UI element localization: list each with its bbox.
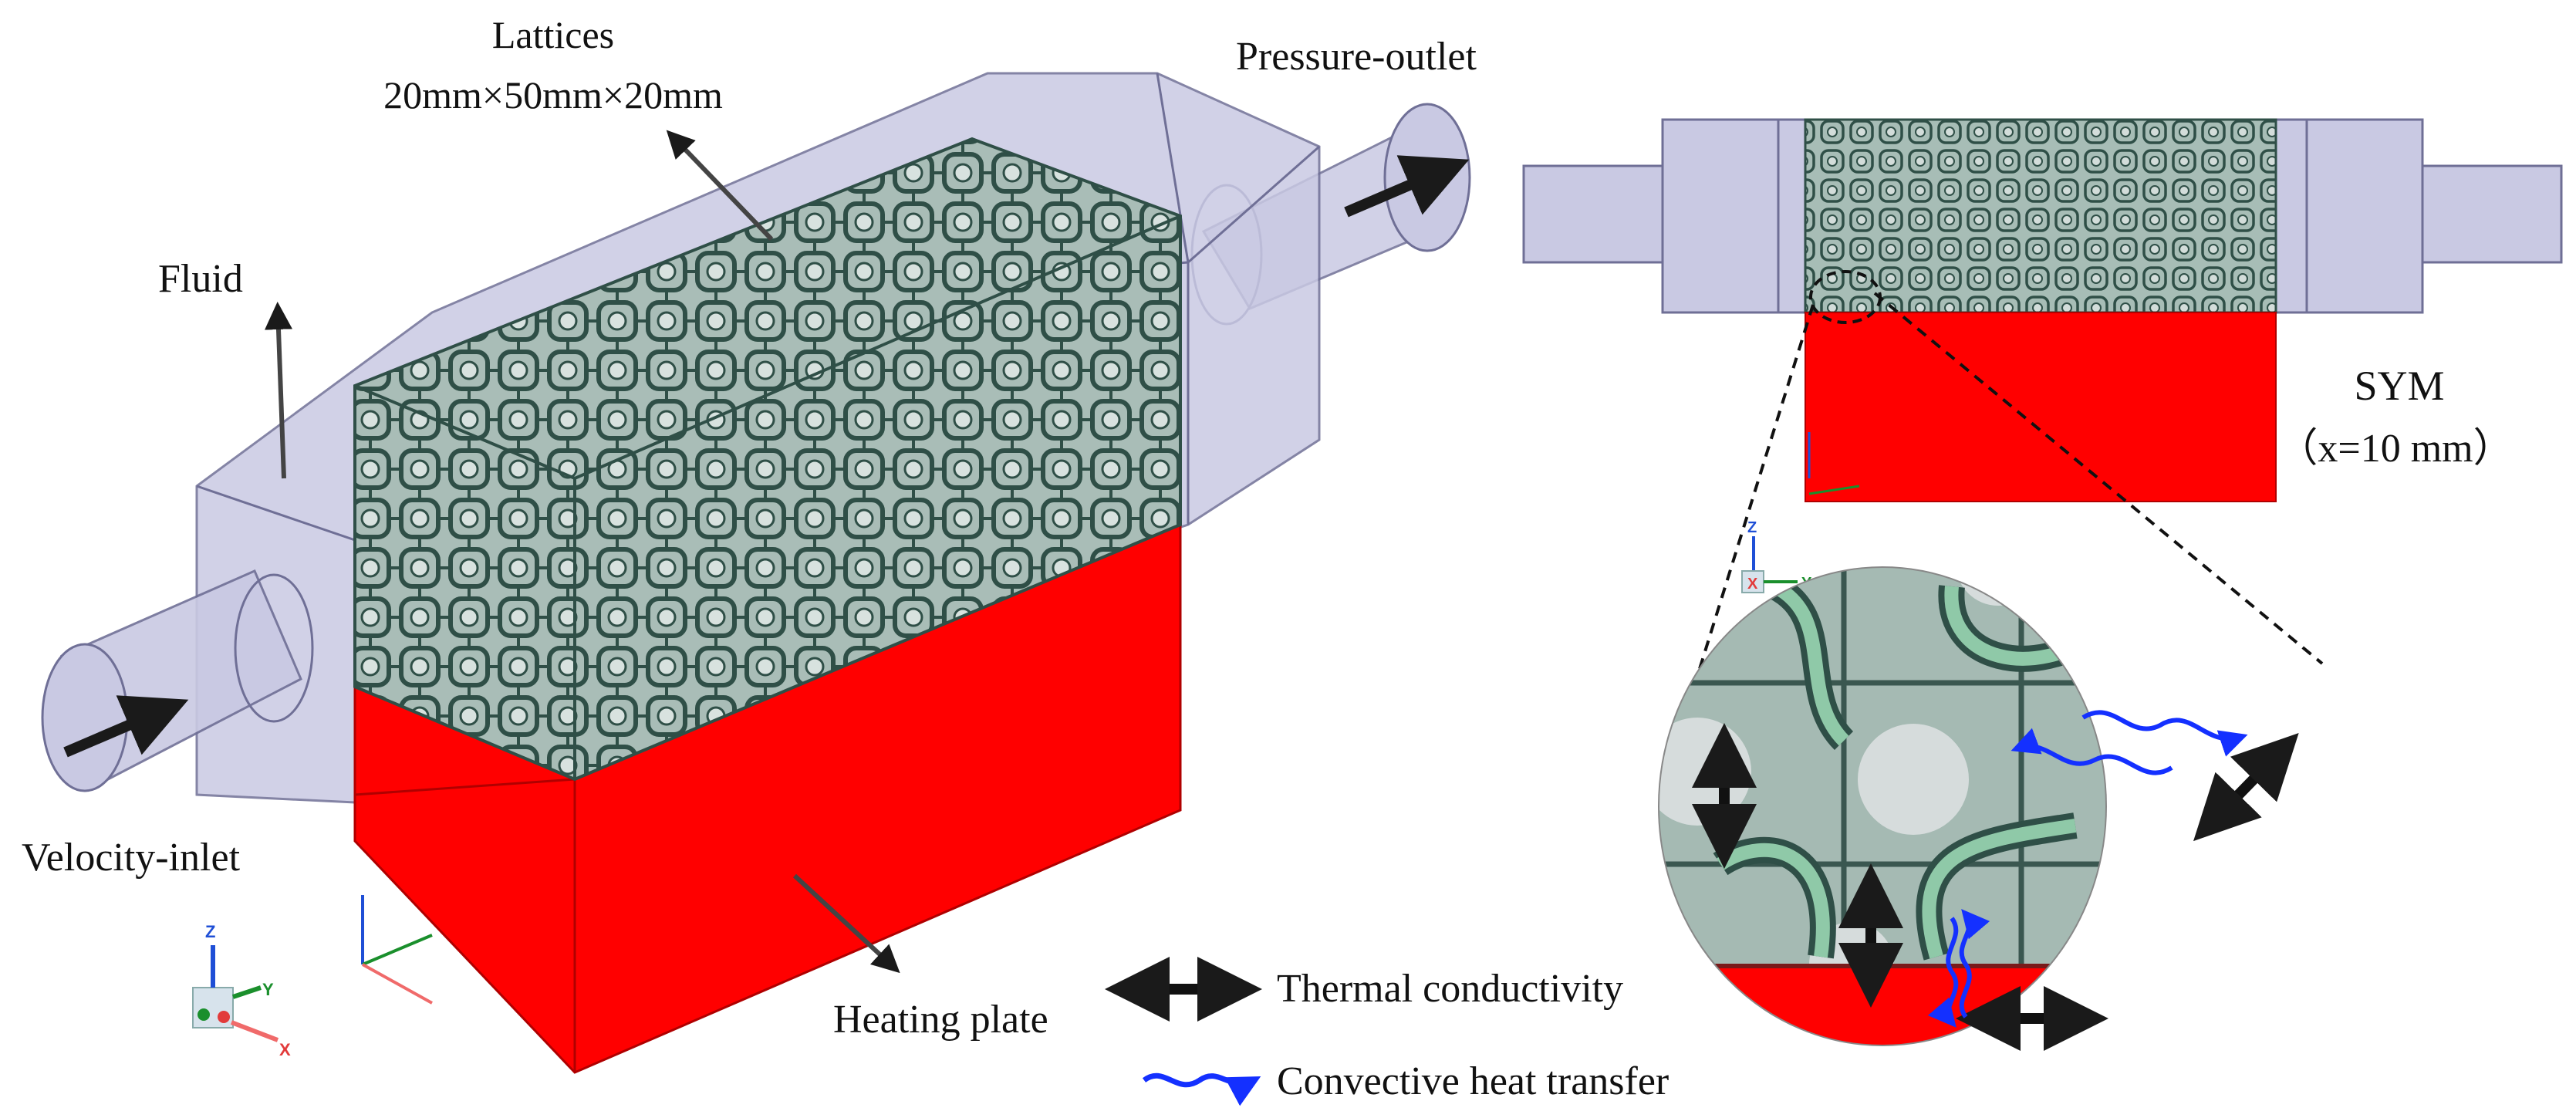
fluid-label: Fluid: [158, 257, 243, 301]
heating-plate-label: Heating plate: [833, 998, 1048, 1042]
legend-item-thermal-conductivity: Thermal conductivity: [1105, 957, 1623, 1022]
heating-plate-leader-arrow: [792, 873, 900, 974]
convection-wave-up: [1959, 909, 1990, 1018]
inlet-flow-arrow: [63, 695, 189, 758]
legend: Thermal conductivity Convective heat tra…: [1105, 957, 1669, 1106]
side-view: [1522, 118, 2563, 776]
legend-label-thermal-conductivity: Thermal conductivity: [1277, 967, 1623, 1011]
side-axis-x-label: X: [1747, 576, 1758, 593]
zoom-line-right: [1873, 292, 2324, 665]
main-axis-z-label: Z: [205, 922, 215, 941]
outlet-flow-arrow: [1344, 155, 1470, 218]
lattice-dimensions-label: 20mm×50mm×20mm: [383, 73, 723, 117]
lattices-label: Lattices: [492, 13, 614, 56]
magnified-detail: [1658, 566, 2299, 1051]
origin-axis-stub: [361, 895, 433, 1005]
velocity-inlet-label: Velocity-inlet: [22, 836, 241, 880]
convection-wave-right: [2081, 710, 2248, 757]
side-axis-triad: Z X Y: [1741, 519, 1812, 593]
main-axis-y-label: Y: [262, 980, 274, 999]
legend-item-convective-heat-transfer: Convective heat transfer: [1142, 1059, 1669, 1106]
main-assembly: [41, 72, 1471, 1074]
main-axis-triad: Z Y X: [192, 922, 291, 1059]
conduction-arrow-diagonal: [2193, 732, 2299, 842]
side-axis-z-label: Z: [1747, 519, 1757, 536]
wavy-arrow-icon: [1142, 1072, 1261, 1106]
side-lattice: [1804, 118, 2277, 314]
convection-wave-down: [1927, 917, 1959, 1028]
side-heating-plate: [1805, 312, 2277, 502]
convection-wave-left: [2010, 728, 2173, 775]
fluid-leader-arrow: [264, 302, 292, 479]
main-axis-x-label: X: [279, 1040, 291, 1059]
lattice-block: [353, 137, 1182, 782]
pressure-outlet-label: Pressure-outlet: [1236, 35, 1477, 79]
lattices-leader-arrow: [666, 130, 774, 242]
sym-label: SYM: [2354, 363, 2444, 409]
sym-plane-label: （x=10 mm）: [2277, 427, 2513, 471]
legend-label-convective-heat-transfer: Convective heat transfer: [1277, 1059, 1669, 1103]
